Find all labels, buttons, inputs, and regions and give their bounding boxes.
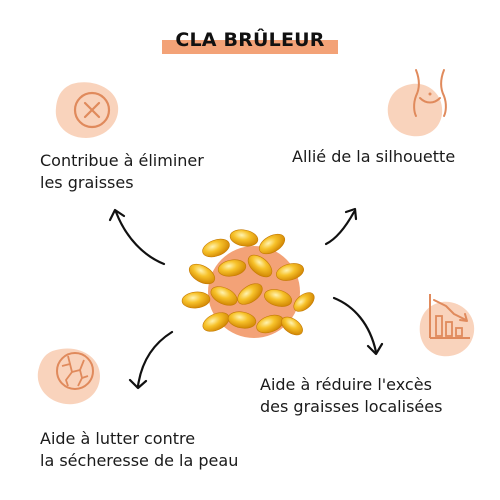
feature-bottom-left-line2: la sécheresse de la peau	[40, 451, 239, 470]
cross-circle-icon	[70, 88, 114, 132]
feature-bottom-right-line1: Aide à réduire l'excès	[260, 375, 432, 394]
declining-chart-icon	[426, 290, 474, 342]
bottom-right-blob	[416, 300, 478, 360]
feature-bottom-right-line2: des graisses localisées	[260, 397, 443, 416]
arrow-to-top-right	[322, 204, 366, 252]
feature-top-left-line2: les graisses	[40, 173, 134, 192]
arrow-to-top-left	[104, 202, 168, 276]
title-block: CLA BRÛLEUR	[162, 26, 338, 56]
feature-bottom-right: Aide à réduire l'excès des graisses loca…	[260, 374, 442, 418]
feature-top-left: Contribue à éliminer les graisses	[40, 150, 204, 194]
page-title: CLA BRÛLEUR	[175, 29, 325, 51]
arrow-to-bottom-left	[126, 328, 176, 398]
capsules-image	[176, 222, 326, 346]
feature-top-right: Allié de la silhouette	[292, 146, 455, 168]
waist-silhouette-icon	[408, 68, 452, 118]
feature-bottom-left-line1: Aide à lutter contre	[40, 429, 196, 448]
title-highlight-bar	[162, 40, 338, 54]
feature-top-right-line1: Allié de la silhouette	[292, 147, 456, 166]
cracked-skin-icon	[52, 348, 98, 394]
feature-bottom-left: Aide à lutter contre la sécheresse de la…	[40, 428, 238, 472]
feature-top-left-line1: Contribue à éliminer	[40, 151, 204, 170]
arrow-to-bottom-right	[330, 294, 384, 364]
